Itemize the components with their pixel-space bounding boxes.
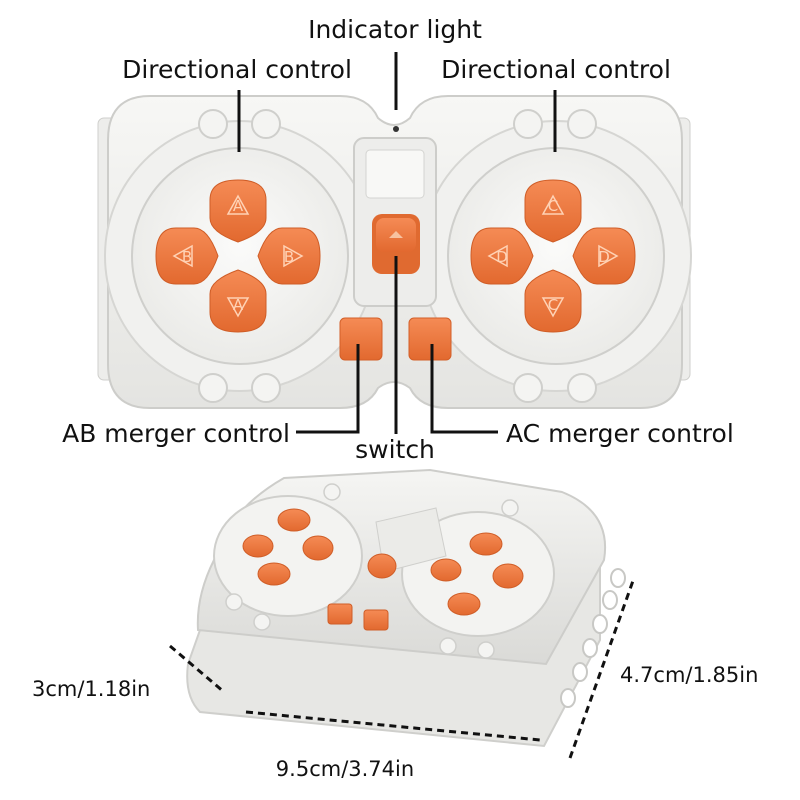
right-dpad: C C D D [470, 179, 636, 333]
perspective-ac-button [363, 609, 389, 631]
right-button-right[interactable]: D [572, 227, 636, 285]
label-directional-right: Directional control [441, 55, 671, 84]
center-window [365, 149, 425, 199]
remote-perspective-view [186, 468, 626, 748]
triangle-down-icon [541, 297, 565, 318]
button-letter: C [548, 296, 558, 314]
label-ac-merger: AC merger control [506, 419, 734, 448]
right-button-up[interactable]: C [524, 179, 582, 243]
dimension-line-width [568, 577, 636, 759]
triangle-down-icon [226, 297, 250, 318]
ac-merger-button[interactable] [408, 317, 452, 361]
button-letter: D [598, 248, 610, 266]
label-directional-left: Directional control [122, 55, 352, 84]
left-button-left[interactable]: B [155, 227, 219, 285]
dimension-length: 9.5cm/3.74in [276, 757, 414, 781]
label-switch: switch [355, 435, 435, 464]
side-connector-holes [560, 568, 626, 708]
callout-line-ac [430, 344, 498, 434]
button-letter: A [233, 197, 244, 215]
left-button-down[interactable]: A [209, 269, 267, 333]
perspective-body-front [186, 554, 601, 748]
perspective-right-buttons [430, 532, 524, 616]
right-button-down[interactable]: C [524, 269, 582, 333]
button-letter: B [182, 248, 192, 266]
left-button-right[interactable]: B [257, 227, 321, 285]
triangle-up-icon [226, 194, 250, 215]
callout-line-ab [296, 344, 360, 434]
dimension-width: 4.7cm/1.85in [620, 663, 758, 687]
switch-toggle[interactable] [372, 214, 420, 274]
perspective-studs [225, 483, 519, 659]
up-arrow-icon [389, 231, 403, 238]
ab-merger-button[interactable] [339, 317, 383, 361]
indicator-light-icon [393, 126, 399, 132]
studs [198, 109, 597, 403]
perspective-ab-button [327, 603, 353, 625]
triangle-left-icon [172, 244, 193, 268]
label-indicator-light: Indicator light [308, 15, 482, 44]
dimension-height: 3cm/1.18in [32, 677, 150, 701]
remote-top-view: A A B B C [97, 95, 692, 409]
button-letter: C [548, 197, 558, 215]
triangle-left-icon [487, 244, 508, 268]
dimension-line-length [245, 710, 541, 742]
right-button-left[interactable]: D [470, 227, 534, 285]
perspective-switch [367, 553, 397, 579]
triangle-up-icon [541, 194, 565, 215]
button-letter: A [233, 296, 244, 314]
perspective-left-pad [213, 495, 363, 617]
label-ab-merger: AB merger control [62, 419, 290, 448]
button-letter: D [496, 248, 508, 266]
perspective-left-buttons [242, 508, 334, 586]
dimension-lines [169, 577, 636, 759]
left-dpad: A A B B [155, 179, 321, 333]
callout-lines [237, 52, 557, 434]
left-button-up[interactable]: A [209, 179, 267, 243]
button-letter: B [284, 248, 294, 266]
triangle-right-icon [283, 244, 304, 268]
triangle-right-icon [598, 244, 619, 268]
